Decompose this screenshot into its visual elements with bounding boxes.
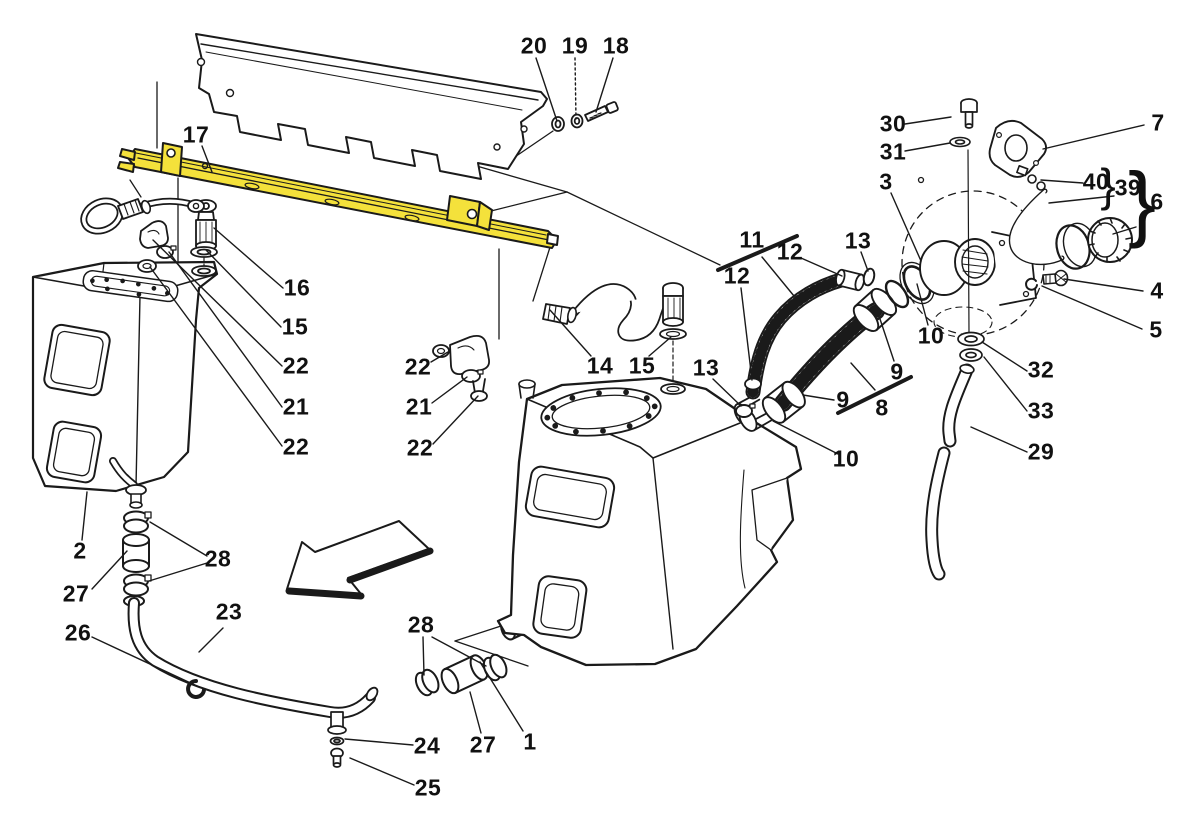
sleeve-27-left bbox=[122, 533, 150, 547]
leader-lines bbox=[81, 57, 1145, 786]
fuel-sender-right bbox=[542, 282, 687, 395]
vent-pipe-23 bbox=[127, 597, 379, 768]
heat-shield bbox=[195, 33, 548, 180]
barb-fitting-14 bbox=[542, 303, 571, 325]
left-hose-chain bbox=[122, 510, 152, 607]
screw-4-5 bbox=[1025, 269, 1069, 291]
clamp-13-lower bbox=[735, 404, 753, 418]
gasket-plate-7 bbox=[988, 119, 1048, 178]
filler-hoses bbox=[735, 261, 935, 432]
clamp-22-right-lower bbox=[470, 390, 488, 402]
filler-axis-line bbox=[967, 149, 970, 334]
bracket-11-12 bbox=[716, 234, 799, 272]
support-bar-17 bbox=[117, 142, 559, 249]
fuel-cap-6 bbox=[1087, 217, 1133, 263]
tank-right-recess-upper bbox=[524, 465, 616, 529]
grommet-32 bbox=[957, 331, 985, 347]
fuel-hose-loop bbox=[80, 197, 205, 235]
filler-neck-assembly bbox=[901, 98, 1133, 362]
bolt-30 bbox=[960, 98, 978, 129]
tank-right-access-plate bbox=[540, 387, 662, 437]
bar-left-bracket bbox=[160, 142, 183, 177]
elbow-right-group bbox=[432, 334, 490, 402]
group-brackets bbox=[716, 234, 913, 415]
tank-left-access-plate bbox=[82, 269, 179, 303]
washer-31 bbox=[949, 136, 971, 148]
hose-end-12-lower bbox=[744, 377, 762, 391]
clamp-21-right bbox=[461, 369, 481, 383]
tank-left-recess-lower bbox=[45, 420, 103, 484]
elbow-22-left bbox=[139, 220, 169, 249]
shield-mount-hardware bbox=[551, 101, 619, 132]
washer-5 bbox=[1025, 277, 1038, 291]
tank-right-vent-boss bbox=[518, 379, 536, 399]
washer-33 bbox=[959, 348, 983, 362]
tank-left-recess-upper bbox=[43, 323, 111, 397]
clip-26 bbox=[186, 679, 206, 699]
hose-sleeve-9-upper bbox=[852, 287, 898, 332]
clamp-13-upper bbox=[862, 267, 876, 287]
cap-tether-39-40 bbox=[1008, 165, 1065, 266]
direction-arrow bbox=[285, 520, 434, 600]
bar-end-pin bbox=[546, 233, 559, 246]
fuel-tank-left bbox=[31, 260, 219, 509]
bolt-18 bbox=[584, 101, 619, 122]
drain-fitting bbox=[327, 711, 347, 768]
fuel-tank-right bbox=[496, 376, 803, 667]
tank-right-recess-lower bbox=[532, 575, 588, 639]
right-hose-chain bbox=[414, 614, 526, 697]
bar-fork-lower bbox=[117, 161, 135, 173]
bracket-8 bbox=[836, 375, 913, 415]
hose-cuff-9-lower bbox=[761, 380, 806, 424]
bar-fork-upper bbox=[119, 148, 136, 161]
vent-hose-29 bbox=[925, 363, 975, 581]
elbow-22-right bbox=[449, 334, 490, 375]
